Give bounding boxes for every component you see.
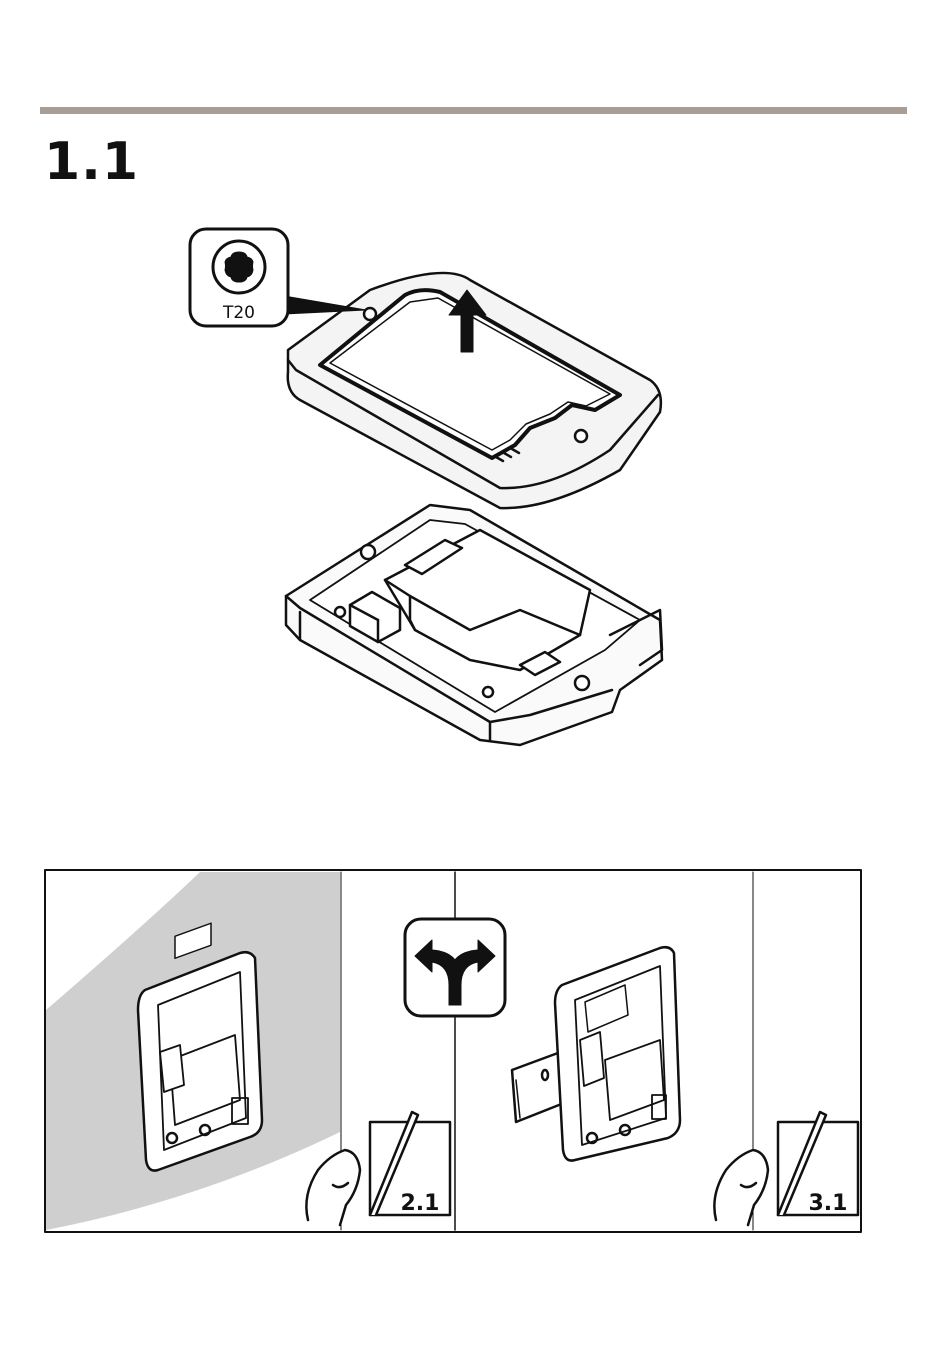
page-ref-a: 2.1 bbox=[401, 1191, 440, 1216]
page-ref-b: 3.1 bbox=[809, 1191, 848, 1216]
din-rail-device bbox=[512, 947, 680, 1160]
